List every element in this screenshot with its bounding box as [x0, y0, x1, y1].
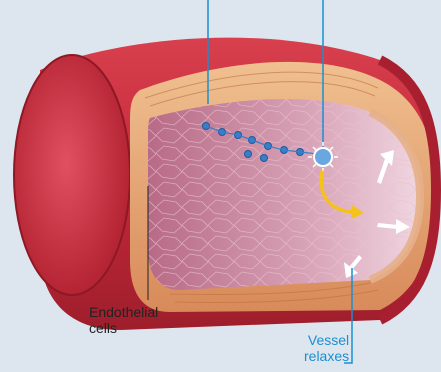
vessel-relaxes-label: Vessel relaxes [304, 332, 349, 364]
endothelial-cells-label: Endothelial cells [89, 304, 158, 336]
endothelial-label-line1: Endothelial [89, 304, 158, 320]
vessel-label-line1: Vessel [304, 332, 349, 348]
vessel-label-line2: relaxes [304, 348, 349, 364]
endothelial-label-line2: cells [89, 320, 158, 336]
